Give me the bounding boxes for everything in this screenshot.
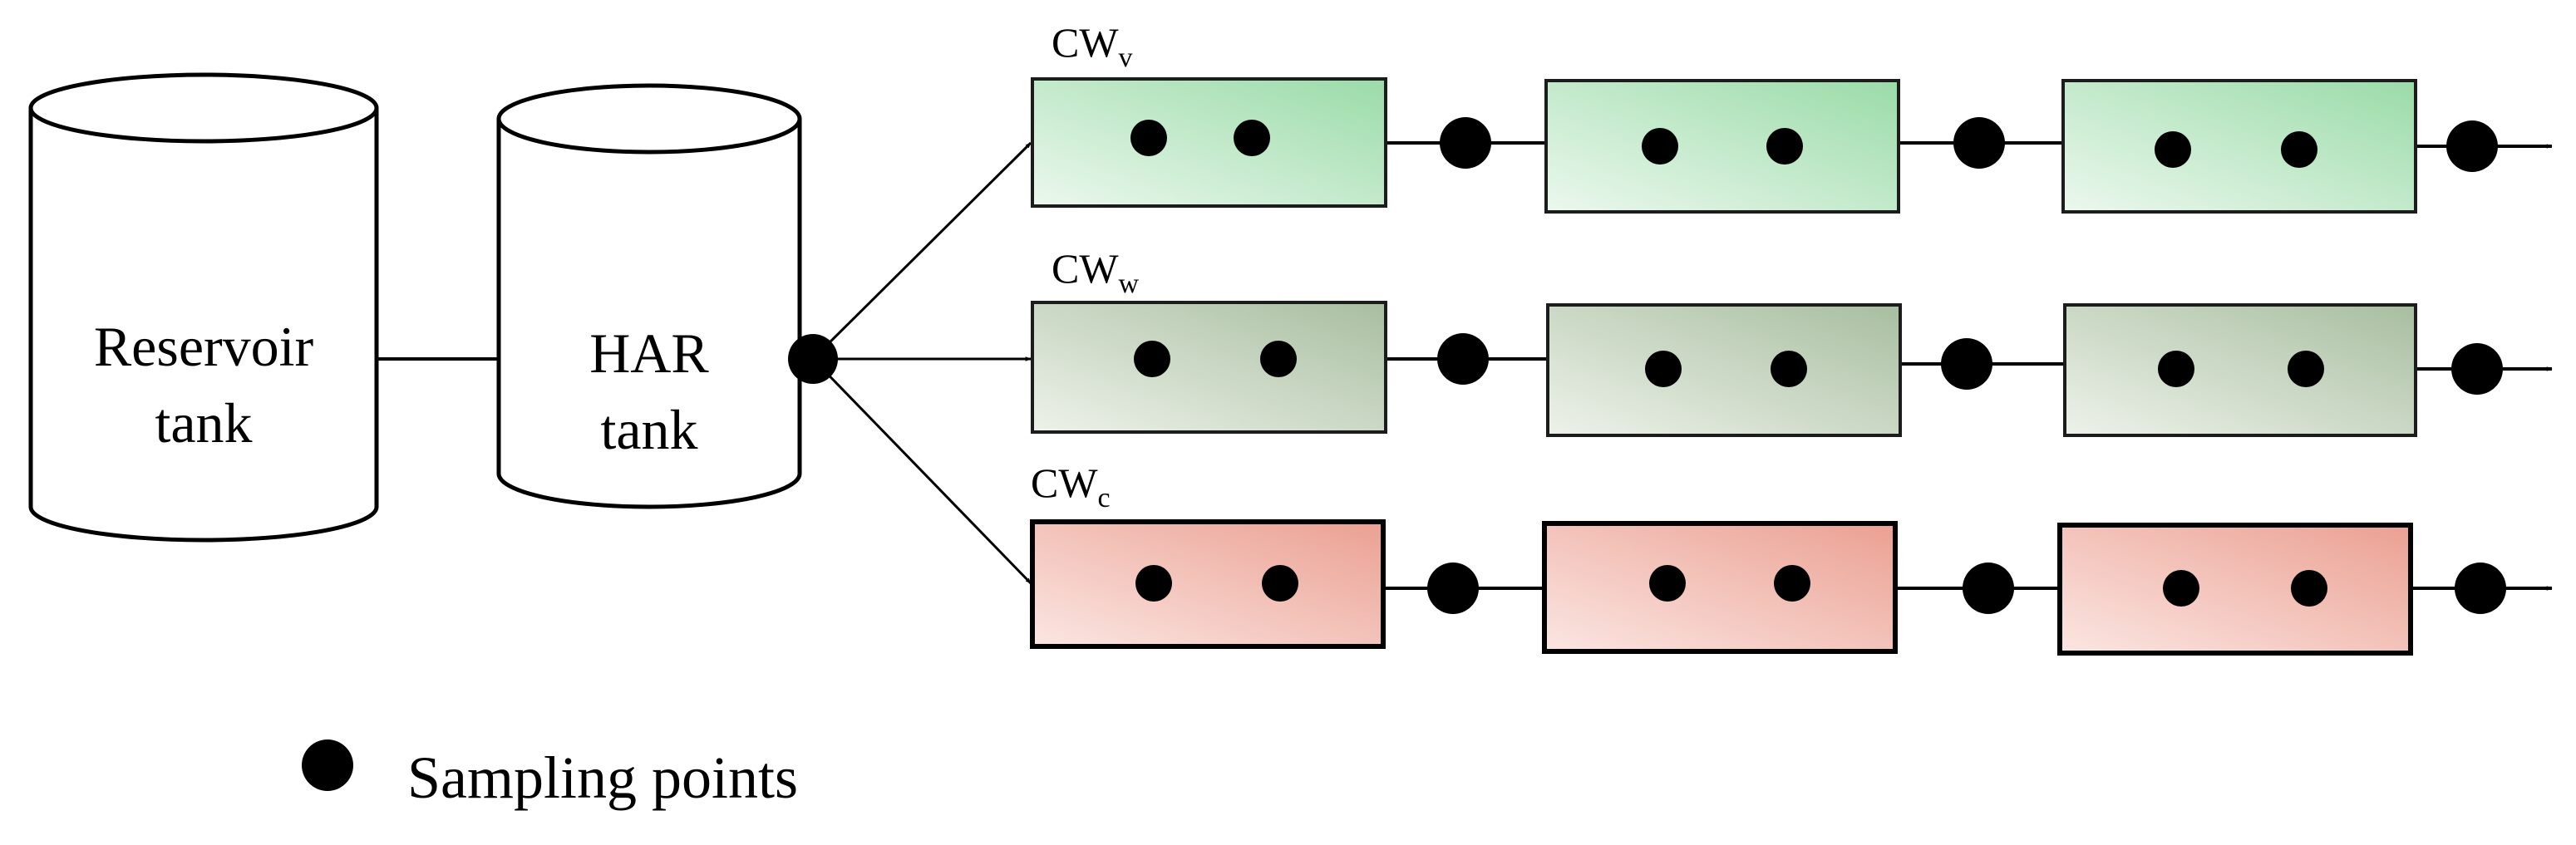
cw-v-cell-1-sampling-point-b <box>1234 120 1270 156</box>
cw-c-cell-1 <box>1030 519 1386 649</box>
cw-v-cell-3-sampling-point-a <box>2155 131 2191 168</box>
cw-c-cell-1-sampling-point-a <box>1135 565 1172 602</box>
cw-w-cell-2-sampling-point-b <box>1771 351 1807 387</box>
cw-c-cell-3-sampling-point-b <box>2291 570 2327 607</box>
reservoir-tank-body <box>28 108 379 543</box>
cw-v-cell-1-sampling-point-a <box>1130 120 1167 156</box>
cw-w-outlet-sampling-point <box>2451 343 2503 395</box>
cw-c-cell-2-sampling-point-b <box>1774 565 1810 602</box>
cw-w-connector-1-sampling-point <box>1437 333 1489 385</box>
cw-c-outlet-sampling-point <box>2455 563 2506 614</box>
reservoir-tank <box>28 72 379 543</box>
cw-c-label-prefix: CW <box>1031 459 1098 506</box>
cw-v-outlet-sampling-point <box>2446 120 2498 172</box>
legend-label: Sampling points <box>407 744 798 811</box>
har-tank-label-line1: HAR <box>589 322 709 385</box>
cw-v-connector-2-sampling-point <box>1953 117 2005 169</box>
cw-c-label-subscript: c <box>1098 483 1111 513</box>
cw-c-connector-2-sampling-point <box>1963 563 2014 614</box>
reservoir-tank-label-line2: tank <box>155 391 252 454</box>
cw-v-cell-3-sampling-point-b <box>2281 131 2317 168</box>
har-tank-label-line2: tank <box>600 398 697 461</box>
cw-v-cell-2-sampling-point-b <box>1766 128 1803 165</box>
cw-w-label-prefix: CW <box>1052 245 1119 292</box>
cw-v-cell-3 <box>2061 79 2417 214</box>
cw-w-cell-2 <box>1546 303 1902 437</box>
cw-v-label: CWv <box>1052 19 1133 73</box>
cw-c-connector-1-sampling-point <box>1427 563 1479 614</box>
legend-sampling-point-icon <box>302 739 353 791</box>
har-tank-top <box>496 83 802 155</box>
cw-w-cell-1-sampling-point-b <box>1260 341 1297 377</box>
arrow-to-cw-c <box>811 357 1032 585</box>
cw-w-connector-2-sampling-point <box>1941 338 1992 390</box>
har-tank-body <box>496 119 802 509</box>
cw-w-label: CWw <box>1052 245 1140 299</box>
cw-v-cell-2-sampling-point-a <box>1642 128 1678 165</box>
cw-w-cell-3-sampling-point-a <box>2158 351 2194 387</box>
cw-c-cell-3-sampling-point-a <box>2163 570 2199 607</box>
cw-v-label-prefix: CW <box>1052 19 1119 66</box>
cw-w-cell-1 <box>1031 301 1387 434</box>
cw-c-cell-2 <box>1542 521 1898 654</box>
reservoir-tank-label-line1: Reservoir <box>94 315 314 378</box>
cw-c-cell-1-sampling-point-b <box>1262 565 1298 602</box>
cw-w-label-subscript: w <box>1119 268 1140 299</box>
cw-v-cell-1 <box>1031 77 1387 208</box>
har-tank <box>496 83 802 509</box>
har-outlet-sampling-point <box>788 334 838 384</box>
cw-w-cell-3 <box>2063 303 2417 437</box>
cw-w-cell-2-sampling-point-a <box>1645 351 1682 387</box>
row-cw-w: CWw <box>1031 245 2553 437</box>
cw-c-label: CWc <box>1031 459 1111 513</box>
row-cw-v: CWv <box>1031 19 2553 214</box>
cw-v-connector-1-sampling-point <box>1440 117 1491 169</box>
cw-c-cell-3 <box>2057 523 2413 656</box>
cw-c-cell-2-sampling-point-a <box>1649 565 1686 602</box>
arrow-to-cw-v <box>811 141 1032 361</box>
cw-w-cell-1-sampling-point-a <box>1134 341 1170 377</box>
cw-v-cell-2 <box>1544 79 1900 214</box>
legend: Sampling points <box>302 739 798 811</box>
row-cw-c: CWc <box>1030 459 2553 656</box>
reservoir-tank-top <box>28 72 379 144</box>
cw-v-label-subscript: v <box>1119 42 1133 73</box>
cw-w-cell-3-sampling-point-b <box>2288 351 2324 387</box>
